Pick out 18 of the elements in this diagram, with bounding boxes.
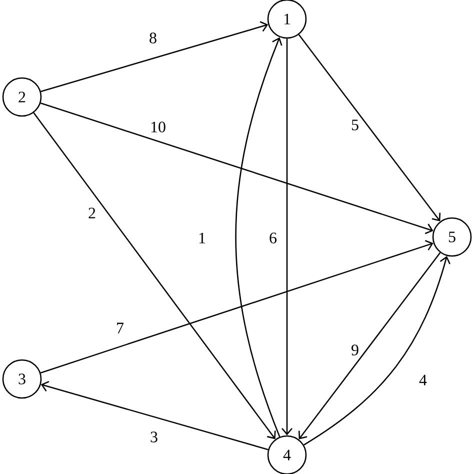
edge-label: 6 — [268, 232, 278, 244]
edge-label: 7 — [115, 322, 125, 334]
arrow — [298, 34, 441, 222]
arrow — [40, 21, 268, 92]
arrow — [40, 240, 434, 374]
arrow — [235, 37, 282, 438]
edge-label: 9 — [350, 344, 360, 356]
arrow — [40, 380, 268, 450]
edge-label: 3 — [149, 430, 159, 444]
edge-label: 2 — [87, 206, 97, 220]
edge-label: 4 — [418, 374, 428, 386]
edge-label: 5 — [350, 118, 360, 132]
edge-label: 1 — [197, 232, 207, 244]
edge-label: 10 — [149, 120, 167, 134]
arrow — [282, 38, 292, 436]
arrow — [33, 112, 276, 440]
edge-label: 8 — [148, 32, 158, 44]
arrow — [40, 102, 434, 234]
